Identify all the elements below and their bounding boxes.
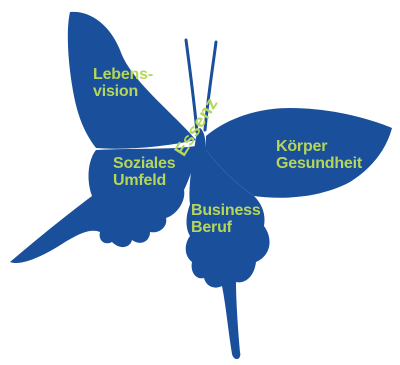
label-business-beruf: Business Beruf — [191, 202, 261, 236]
label-koerper-gesundheit: Körper Gesundheit — [276, 138, 362, 172]
label-soziales-umfeld: Soziales Umfeld — [113, 155, 175, 189]
label-lebensvision: Lebens- vision — [93, 66, 153, 100]
